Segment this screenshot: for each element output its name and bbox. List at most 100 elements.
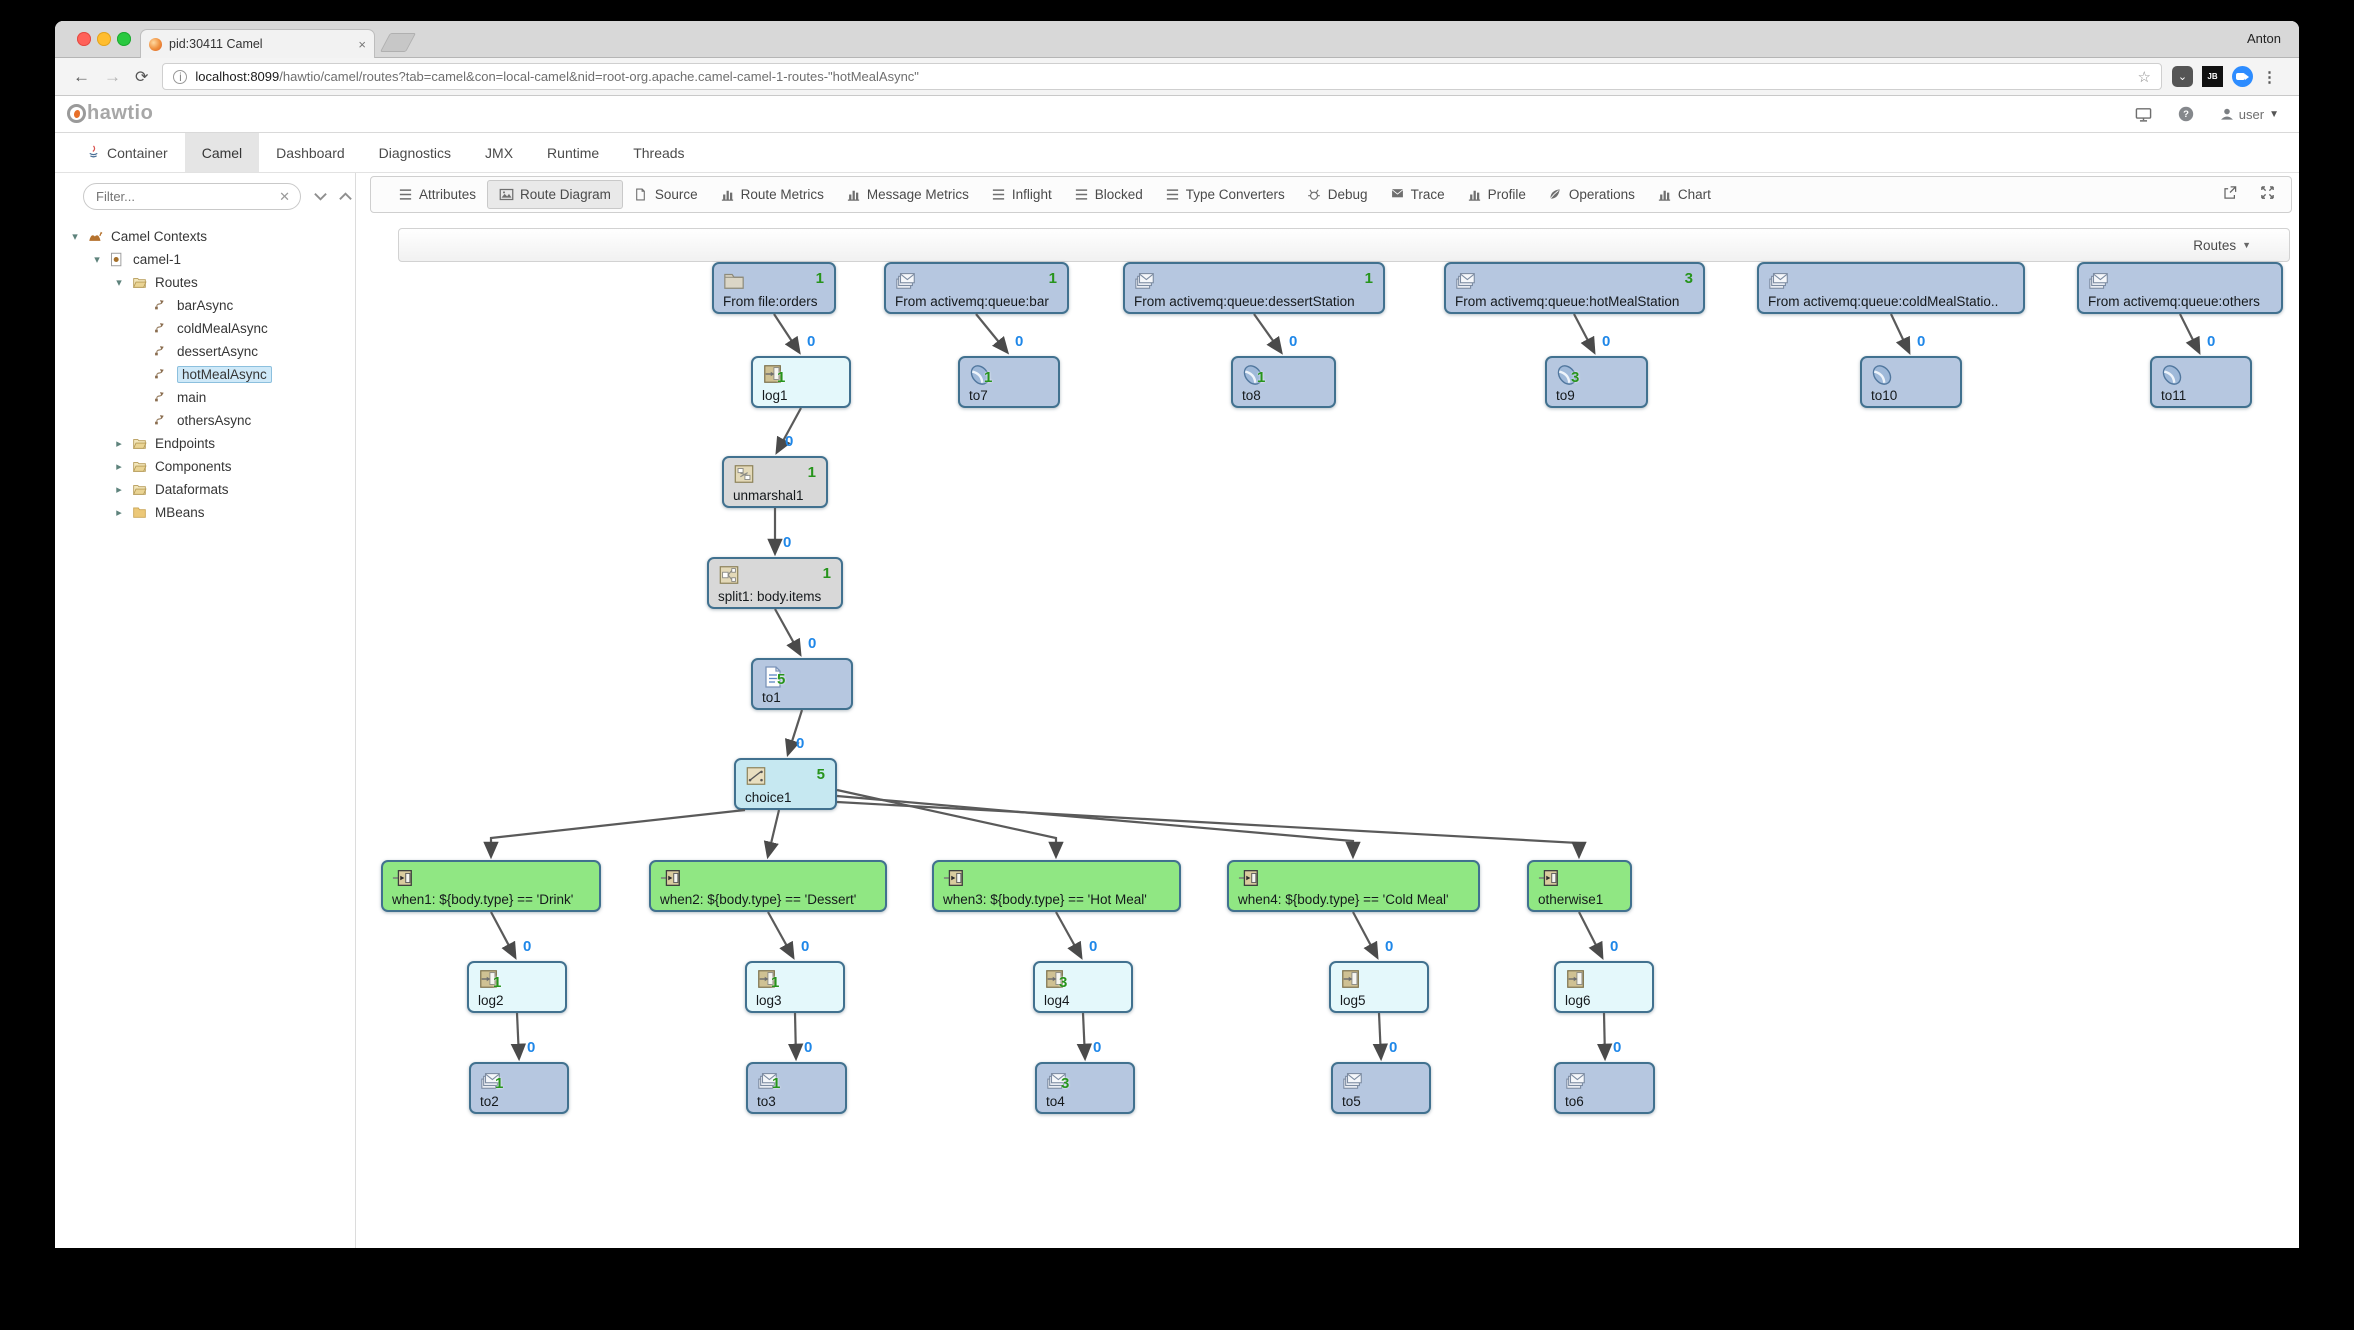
nav-item-diagnostics[interactable]: Diagnostics (362, 133, 468, 172)
jetbrains-extension-icon[interactable]: JB (2202, 66, 2223, 87)
browser-profile-name[interactable]: Anton (2247, 31, 2281, 46)
tree-item-routes[interactable]: ▾Routes (55, 271, 355, 294)
help-icon[interactable]: ? (2178, 106, 2194, 122)
tree-item-camel-contexts[interactable]: ▾Camel Contexts (55, 225, 355, 248)
nav-item-threads[interactable]: Threads (616, 133, 701, 172)
site-info-icon[interactable]: i (173, 69, 188, 84)
tree-item-othersasync[interactable]: othersAsync (55, 409, 355, 432)
nav-item-camel[interactable]: Camel (184, 133, 260, 172)
open-in-new-window-icon[interactable] (2222, 185, 2238, 205)
tab-close-icon[interactable]: × (358, 36, 366, 52)
diagram-node-to5[interactable]: to5 (1331, 1062, 1431, 1114)
tab-blocked[interactable]: Blocked (1063, 181, 1154, 208)
tab-inflight[interactable]: Inflight (980, 181, 1063, 208)
new-tab-button[interactable] (379, 33, 417, 52)
tab-profile[interactable]: Profile (1456, 181, 1537, 208)
tree-item-hotmealasync[interactable]: hotMealAsync (55, 363, 355, 386)
tree-item-coldmealasync[interactable]: coldMealAsync (55, 317, 355, 340)
tab-attributes[interactable]: Attributes (387, 181, 487, 208)
tab-route-diagram[interactable]: Route Diagram (487, 180, 623, 209)
console-icon[interactable] (2135, 107, 2152, 122)
hawtio-logo[interactable]: hawtio (67, 102, 153, 125)
chevron-right-icon[interactable]: ▸ (116, 461, 122, 473)
tree-item-components[interactable]: ▸Components (55, 455, 355, 478)
collapse-tree-icon[interactable] (313, 190, 328, 203)
chevron-right-icon[interactable]: ▸ (116, 507, 122, 519)
tree-item-dataformats[interactable]: ▸Dataformats (55, 478, 355, 501)
chevron-down-icon[interactable]: ▾ (94, 254, 100, 266)
address-bar[interactable]: i localhost:8099 /hawtio/camel/routes?ta… (162, 63, 2162, 90)
diagram-node-when1[interactable]: when1: ${body.type} == 'Drink' (381, 860, 601, 912)
tree-item-dessertasync[interactable]: dessertAsync (55, 340, 355, 363)
forward-icon[interactable]: → (104, 66, 121, 86)
diagram-node-log6[interactable]: log6 (1554, 961, 1654, 1013)
tree-item-main[interactable]: main (55, 386, 355, 409)
bookmark-star-icon[interactable]: ☆ (2137, 68, 2151, 86)
tab-debug[interactable]: Debug (1296, 181, 1379, 208)
diagram-node-to6[interactable]: to6 (1554, 1062, 1655, 1114)
user-menu[interactable]: user ▼ (2220, 107, 2279, 122)
tab-source[interactable]: Source (623, 181, 709, 208)
pocket-extension-icon[interactable]: ⌄ (2172, 66, 2193, 87)
tab-chart[interactable]: Chart (1646, 181, 1722, 208)
tree-item-mbeans[interactable]: ▸MBeans (55, 501, 355, 524)
zoom-extension-icon[interactable] (2232, 66, 2253, 87)
reload-icon[interactable]: ⟳ (135, 68, 149, 86)
browser-menu-icon[interactable]: ⋮ (2262, 68, 2277, 86)
diagram-node-to10[interactable]: to10 (1860, 356, 1962, 408)
diagram-node-when4[interactable]: when4: ${body.type} == 'Cold Meal' (1227, 860, 1480, 912)
tree-filter[interactable]: ✕ (83, 183, 301, 210)
tree-item-camel-1[interactable]: ▾camel-1 (55, 248, 355, 271)
tab-trace[interactable]: Trace (1379, 181, 1456, 208)
chevron-right-icon[interactable]: ▸ (116, 484, 122, 496)
tab-type-converters[interactable]: Type Converters (1154, 181, 1296, 208)
fullscreen-icon[interactable] (2260, 185, 2275, 205)
tab-message-metrics[interactable]: Message Metrics (835, 181, 980, 208)
diagram-node-fromColdMeal[interactable]: From activemq:queue:coldMealStatio.. (1757, 262, 2025, 314)
chevron-down-icon[interactable]: ▾ (116, 277, 122, 289)
tab-route-metrics[interactable]: Route Metrics (709, 181, 835, 208)
nav-item-container[interactable]: Container (69, 133, 185, 172)
nav-item-runtime[interactable]: Runtime (530, 133, 616, 172)
diagram-node-log5[interactable]: log5 (1329, 961, 1429, 1013)
tree-filter-input[interactable] (94, 188, 280, 205)
minimize-window-button[interactable] (97, 32, 111, 46)
diagram-node-fromOthers[interactable]: From activemq:queue:others (2077, 262, 2283, 314)
nav-item-jmx[interactable]: JMX (468, 133, 530, 172)
diagram-node-when2[interactable]: when2: ${body.type} == 'Dessert' (649, 860, 887, 912)
diagram-node-when3[interactable]: when3: ${body.type} == 'Hot Meal' (932, 860, 1181, 912)
filter-clear-icon[interactable]: ✕ (279, 188, 290, 204)
browser-tab[interactable]: pid:30411 Camel × (140, 29, 375, 58)
nav-item-dashboard[interactable]: Dashboard (259, 133, 362, 172)
chevron-right-icon[interactable]: ▸ (116, 438, 122, 450)
zoom-window-button[interactable] (117, 32, 131, 46)
close-window-button[interactable] (77, 32, 91, 46)
back-icon[interactable]: ← (73, 66, 90, 86)
tree-item-barasync[interactable]: barAsync (55, 294, 355, 317)
tab-operations[interactable]: Operations (1537, 181, 1646, 208)
tree-item-endpoints[interactable]: ▸Endpoints (55, 432, 355, 455)
expand-tree-icon[interactable] (338, 190, 353, 203)
routes-dropdown[interactable]: Routes ▼ (2193, 238, 2251, 253)
chevron-down-icon[interactable]: ▾ (72, 231, 78, 243)
diagram-node-otherwise1[interactable]: otherwise1 (1527, 860, 1632, 912)
diagram-node-to11[interactable]: to11 (2150, 356, 2252, 408)
